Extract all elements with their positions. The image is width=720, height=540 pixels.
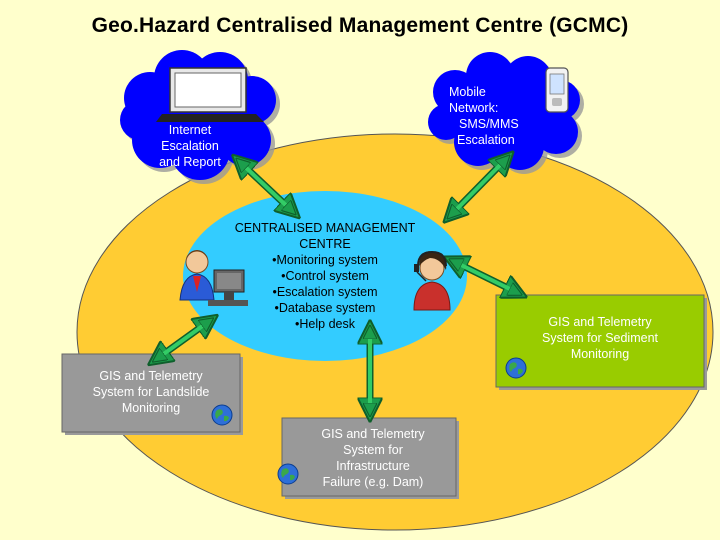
operator-computer-icon bbox=[179, 250, 248, 306]
sediment-box-shape bbox=[495, 294, 707, 390]
mobile-line-3: SMS/MMS bbox=[459, 117, 519, 131]
infrastructure-line-4: Failure (e.g. Dam) bbox=[322, 475, 424, 489]
globe-icon bbox=[211, 404, 233, 426]
infrastructure-line-2: System for bbox=[343, 443, 403, 457]
centre-item-helpdesk: •Help desk bbox=[295, 317, 355, 331]
sediment-line-1: GIS and Telemetry bbox=[548, 315, 652, 329]
globe-icon bbox=[277, 463, 299, 485]
internet-line-3: and Report bbox=[159, 155, 221, 169]
mobile-line-1: Mobile bbox=[449, 85, 486, 99]
infrastructure-box-shape bbox=[281, 417, 459, 499]
landslide-box-shape bbox=[61, 353, 243, 435]
centre-heading-line-2: CENTRE bbox=[299, 237, 351, 251]
landslide-monitoring-box: GIS and Telemetry System for Landslide M… bbox=[62, 368, 240, 416]
mobile-line-2: Network: bbox=[449, 101, 499, 115]
globe-icon bbox=[505, 357, 527, 379]
centre-label: CENTRALISED MANAGEMENT CENTRE •Monitorin… bbox=[205, 220, 445, 332]
mobile-phone-icon bbox=[545, 67, 569, 113]
internet-line-1: Internet bbox=[168, 123, 212, 137]
centre-item-control: •Control system bbox=[281, 269, 369, 283]
laptop-icon bbox=[156, 67, 264, 122]
centre-item-escalation: •Escalation system bbox=[272, 285, 378, 299]
mobile-network-label: Mobile Network: SMS/MMS Escalation bbox=[449, 84, 539, 148]
sediment-line-2: System for Sediment bbox=[541, 331, 658, 345]
centre-ellipse bbox=[183, 191, 467, 361]
internet-escalation-label: Internet Escalation and Report bbox=[142, 122, 238, 170]
internet-line-2: Escalation bbox=[161, 139, 219, 153]
centre-item-monitoring: •Monitoring system bbox=[272, 253, 378, 267]
sediment-monitoring-box: GIS and Telemetry System for Sediment Mo… bbox=[496, 314, 704, 362]
mobile-line-4: Escalation bbox=[457, 133, 515, 147]
helpdesk-operator-icon bbox=[413, 250, 451, 311]
infrastructure-failure-box: GIS and Telemetry System for Infrastruct… bbox=[296, 426, 450, 490]
sediment-line-3: Monitoring bbox=[570, 347, 630, 361]
centre-item-database: •Database system bbox=[274, 301, 376, 315]
infrastructure-line-3: Infrastructure bbox=[336, 459, 410, 473]
landslide-line-3: Monitoring bbox=[121, 401, 181, 415]
page-title: Geo.Hazard Centralised Management Centre… bbox=[91, 14, 629, 37]
centre-heading-line-1: CENTRALISED MANAGEMENT bbox=[234, 221, 416, 235]
infrastructure-line-1: GIS and Telemetry bbox=[321, 427, 425, 441]
landslide-line-2: System for Landslide bbox=[92, 385, 210, 399]
landslide-line-1: GIS and Telemetry bbox=[99, 369, 203, 383]
